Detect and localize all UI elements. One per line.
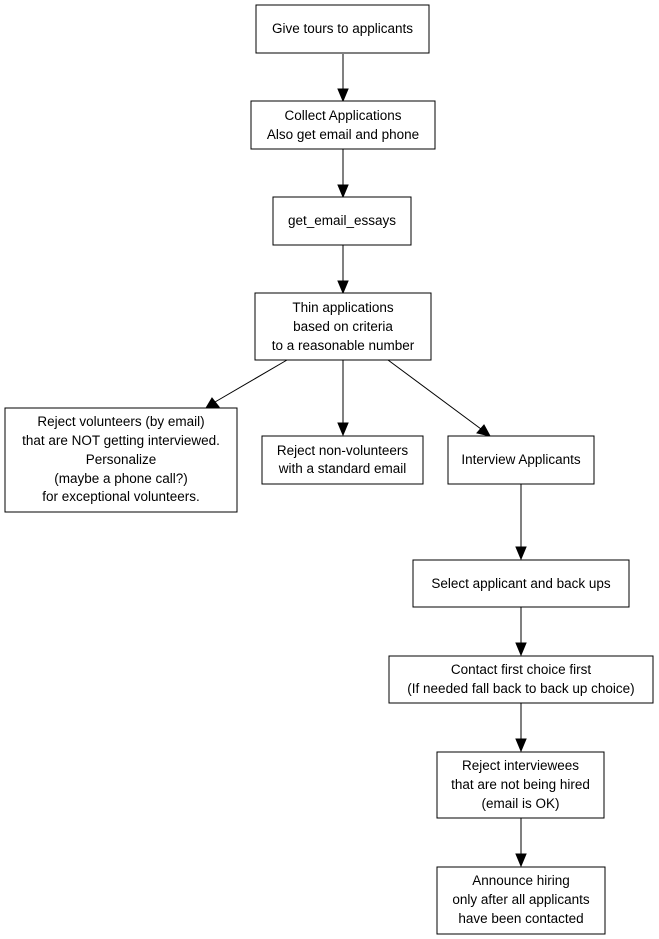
node-label-line: (If needed fall back to back up choice) (407, 681, 634, 696)
node-label-line: Reject interviewees (462, 758, 579, 773)
edge-collect-applications-to-get-email-essays (337, 149, 349, 199)
edge-select-applicant-to-contact-first-choice (515, 607, 527, 657)
edge-give-tours-to-collect-applications (337, 54, 349, 103)
edge-get-email-essays-to-thin-applications (337, 245, 349, 295)
node-reject-non-volunteers: Reject non-volunteers with a standard em… (261, 435, 424, 485)
node-thin-applications: Thin applications based on criteria to a… (254, 292, 432, 361)
node-label-line: to a reasonable number (272, 338, 415, 353)
edge-reject-interviewees-to-announce-hiring (515, 818, 527, 868)
node-label-line: based on criteria (293, 319, 393, 334)
node-reject-volunteers: Reject volunteers (by email) that are NO… (4, 407, 238, 513)
node-label-line: Interview Applicants (461, 452, 581, 467)
node-collect-applications: Collect Applications Also get email and … (250, 100, 436, 150)
edge-contact-first-choice-to-reject-interviewees (515, 703, 527, 753)
edge-thin-applications-to-reject-non-volunteers (337, 360, 349, 437)
node-label-line: that are NOT getting interviewed. (22, 433, 220, 448)
node-label-line: get_email_essays (288, 213, 396, 228)
node-reject-interviewees: Reject interviewees that are not being h… (436, 751, 605, 819)
node-label-line: Give tours to applicants (272, 21, 413, 36)
node-label-line: that are not being hired (451, 777, 590, 792)
node-label-line: Collect Applications (284, 108, 401, 123)
node-label-line: Also get email and phone (267, 127, 419, 142)
edge-thin-applications-to-reject-volunteers (205, 359, 288, 409)
node-label-line: Reject non-volunteers (277, 443, 409, 458)
node-label-line: Contact first choice first (451, 662, 592, 677)
node-interview-applicants: Interview Applicants (447, 435, 595, 485)
node-label-line: with a standard email (278, 461, 407, 476)
node-label-line: (maybe a phone call?) (54, 471, 188, 486)
node-label-line: Personalize (86, 452, 157, 467)
node-contact-first-choice: Contact first choice first (If needed fa… (388, 655, 654, 704)
node-label-line: Announce hiring (472, 873, 570, 888)
node-label-line: only after all applicants (452, 892, 590, 907)
node-label-line: (email is OK) (481, 796, 559, 811)
node-label-line: Select applicant and back ups (431, 576, 611, 591)
node-label-line: Thin applications (292, 300, 394, 315)
node-get-email-essays: get_email_essays (272, 196, 412, 246)
node-label-line: for exceptional volunteers. (42, 489, 200, 504)
node-label-line: Reject volunteers (by email) (37, 414, 204, 429)
edge-interview-applicants-to-select-applicant (515, 484, 527, 561)
node-select-applicant: Select applicant and back ups (412, 559, 630, 608)
node-give-tours: Give tours to applicants (255, 4, 430, 54)
node-label-line: have been contacted (458, 911, 583, 926)
node-announce-hiring: Announce hiring only after all applicant… (436, 866, 606, 935)
edge-thin-applications-to-interview-applicants (387, 359, 491, 437)
